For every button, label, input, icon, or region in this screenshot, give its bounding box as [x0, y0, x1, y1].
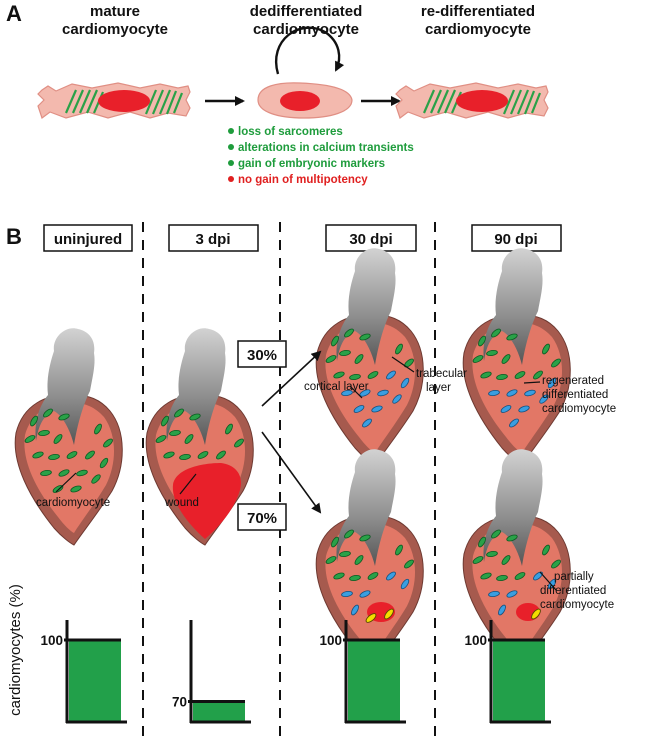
svg-text:uninjured: uninjured — [54, 231, 122, 248]
nucleus — [98, 90, 150, 112]
bar-90-dpi — [493, 640, 545, 722]
label-regenerated-1: regenerated — [542, 375, 604, 387]
label-partial-3: cardiomyocyte — [540, 599, 614, 611]
label-regenerated-2: differentiated — [542, 389, 608, 401]
bullet-dot — [228, 160, 234, 166]
label-trabecular-2: layer — [426, 382, 451, 394]
label-partial-2: differentiated — [540, 585, 606, 597]
bullet-dot — [228, 128, 234, 134]
branch-70-percent: 70% — [237, 503, 287, 531]
stage-uninjured: uninjured — [43, 224, 133, 252]
mature-title-line1: mature — [90, 3, 140, 20]
stage-30dpi: 30 dpi — [325, 224, 417, 252]
pointer-trabecular — [391, 356, 415, 373]
dediff-title-line2: cardiomyocyte — [253, 21, 359, 38]
dediff-features-list: loss of sarcomeres alterations in calciu… — [228, 126, 414, 186]
rediff-title-line2: cardiomyocyte — [425, 21, 531, 38]
label-regenerated-3: cardiomyocyte — [542, 403, 616, 415]
heart-uninjured — [14, 327, 123, 546]
branch-30-percent: 30% — [237, 340, 287, 368]
panel-b-label: B — [6, 224, 22, 249]
heart-3dpi — [145, 327, 254, 546]
label-partial-1: partially — [554, 571, 594, 583]
cardiomyocytes-blue — [341, 370, 410, 428]
mature-title-line2: cardiomyocyte — [62, 21, 168, 38]
pointer-partial — [539, 571, 557, 591]
arrow-to-70-percent — [261, 431, 322, 514]
feature-embryonic-markers: gain of embryonic markers — [238, 158, 385, 170]
cardiomyocytes-green — [24, 408, 113, 493]
svg-text:30 dpi: 30 dpi — [349, 231, 392, 248]
feature-calcium: alterations in calcium transients — [238, 142, 414, 154]
svg-text:30%: 30% — [247, 347, 277, 364]
sarcomere-stripes-right — [144, 89, 184, 115]
bullet-dot — [228, 176, 234, 182]
cardiomyocyte-bar-charts: 100 70 100 100 — [40, 620, 551, 724]
heart-30dpi-partial — [315, 448, 424, 667]
self-renewal-arrow — [275, 26, 345, 75]
label-wound: wound — [164, 497, 199, 509]
bullet-dot — [228, 144, 234, 150]
label-trabecular-1: trabecular — [416, 368, 467, 380]
pointer-cortical — [349, 385, 363, 399]
pointer-regenerated — [523, 381, 541, 384]
feature-loss-sarcomeres: loss of sarcomeres — [238, 126, 343, 138]
mature-cardiomyocyte — [37, 82, 191, 119]
bar-tick-label: 100 — [319, 633, 342, 648]
pointer-cardiomyocyte — [55, 472, 77, 493]
panel-a-label: A — [6, 1, 22, 26]
feature-no-multipotency: no gain of multipotency — [238, 174, 368, 186]
bar-30-dpi — [348, 640, 400, 722]
bar-y-axis-label: cardiomyocytes (%) — [7, 584, 24, 716]
heart-90dpi-regenerated — [462, 247, 571, 466]
dedifferentiated-cardiomyocyte — [257, 82, 353, 119]
label-cortical-layer: cortical layer — [304, 381, 369, 393]
bar-tick-label: 100 — [464, 633, 487, 648]
svg-text:70%: 70% — [247, 510, 277, 527]
column-dividers — [142, 222, 436, 742]
heart-90dpi-partial — [462, 448, 571, 667]
label-cardiomyocyte: cardiomyocyte — [36, 497, 110, 509]
rediff-title-line1: re-differentiated — [421, 3, 535, 20]
nucleus — [456, 90, 508, 112]
redifferentiated-cardiomyocyte — [395, 82, 549, 119]
bar-tick-label: 70 — [172, 695, 187, 710]
svg-text:90 dpi: 90 dpi — [494, 231, 537, 248]
arrow-to-30-percent — [261, 350, 322, 407]
heart-30dpi-regenerated — [315, 247, 424, 466]
nucleus — [280, 91, 320, 111]
bar-3-dpi — [193, 701, 245, 722]
svg-text:3 dpi: 3 dpi — [195, 231, 230, 248]
stage-90dpi: 90 dpi — [471, 224, 562, 252]
dediff-title-line1: dedifferentiated — [250, 3, 363, 20]
partial-cardiomyocytes — [365, 608, 394, 623]
bar-uninjured — [69, 640, 121, 722]
bar-tick-label: 100 — [40, 633, 63, 648]
pointer-wound — [179, 473, 197, 495]
stage-3dpi: 3 dpi — [168, 224, 259, 252]
